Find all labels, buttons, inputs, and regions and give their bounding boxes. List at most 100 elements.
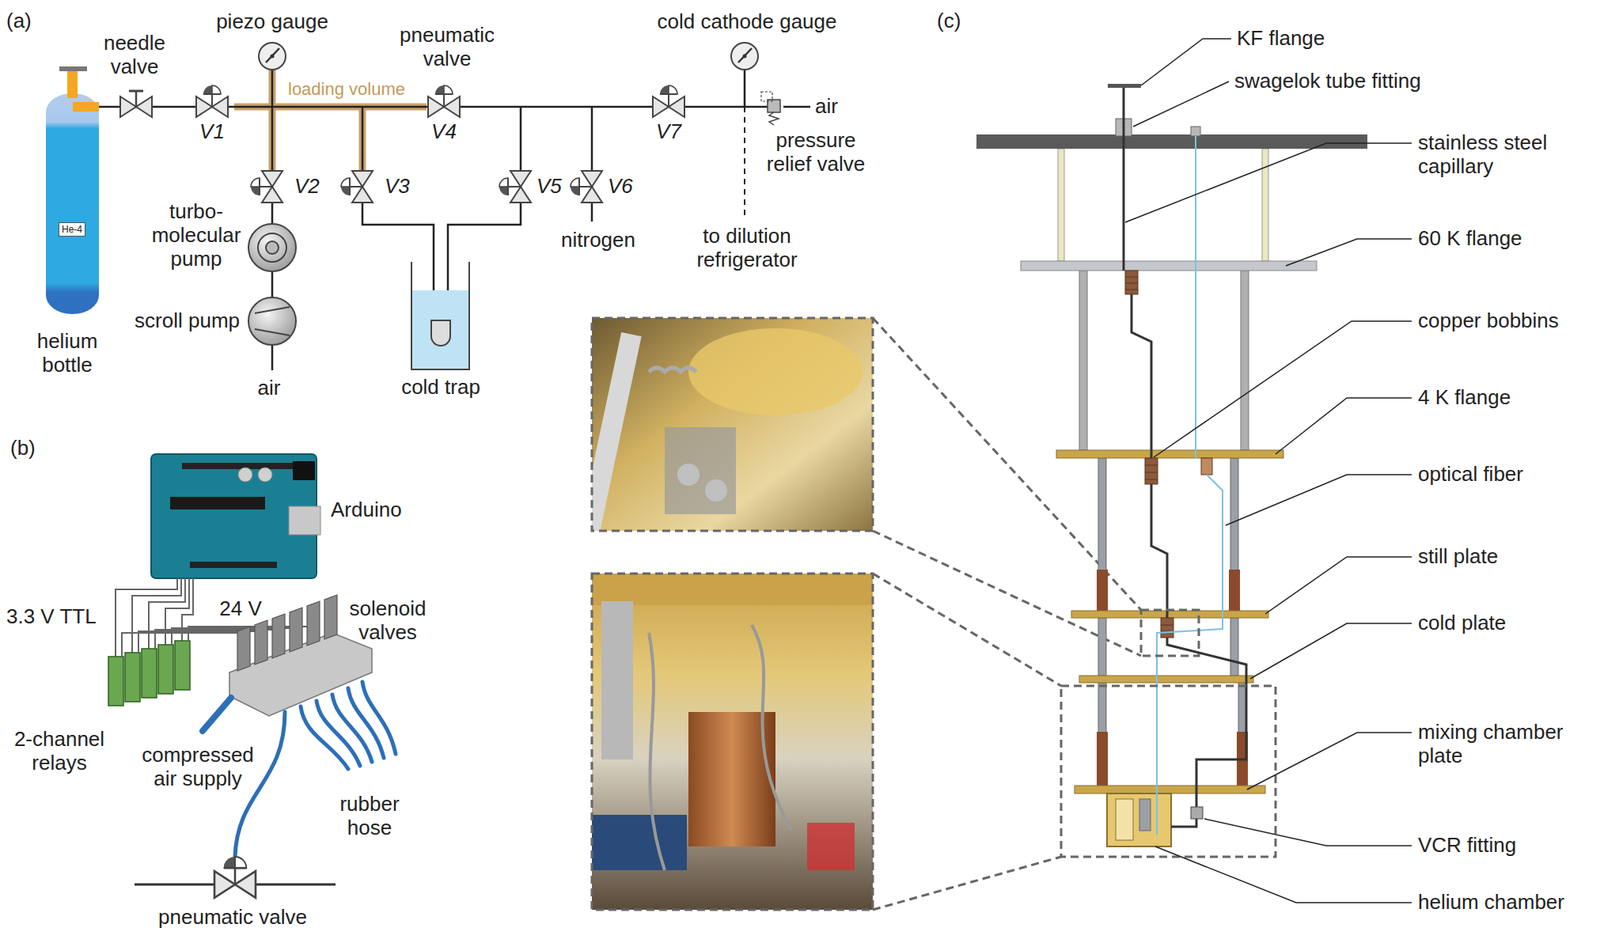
part-label: needle valve — [90, 31, 179, 80]
part-label: rubber hose — [326, 792, 414, 841]
part-label: air — [257, 376, 281, 401]
valve-symbol — [214, 856, 256, 899]
part-label: pressure relief valve — [764, 128, 868, 177]
relief-valve-symbol — [761, 91, 781, 126]
part-label: cold plate — [1418, 611, 1506, 636]
valve-label: V2 — [294, 174, 320, 199]
zoom-box — [1141, 610, 1199, 656]
valve-label: V6 — [607, 174, 634, 199]
tag-text: He-4 — [61, 223, 83, 236]
photos — [578, 318, 1142, 910]
vcr-fitting-symbol — [1190, 807, 1203, 819]
part-label: helium chamber — [1418, 890, 1565, 915]
bottle-outlet — [72, 102, 99, 112]
part-label: 24 V — [219, 597, 262, 622]
bottle-valve — [67, 71, 78, 99]
valve-label: V4 — [431, 120, 457, 145]
chip — [170, 496, 266, 510]
gauge-symbol — [731, 42, 759, 70]
valve-symbol — [652, 85, 685, 118]
cryostat — [976, 38, 1412, 903]
part-label: 60 K flange — [1418, 227, 1523, 251]
usb-port — [288, 506, 321, 535]
trap-line — [362, 106, 521, 321]
posts — [1057, 148, 1269, 786]
part-label: 2-channel relays — [0, 727, 119, 776]
valve-label: V7 — [655, 120, 682, 145]
panel-letter: (c) — [936, 9, 961, 34]
needle-valve-symbol — [120, 90, 152, 118]
part-label: helium bottle — [23, 329, 111, 378]
plate — [1071, 610, 1269, 619]
part-label: 4 K flange — [1418, 386, 1511, 410]
part-label: air — [815, 94, 838, 119]
helium-bottle — [45, 93, 99, 315]
plate — [1020, 261, 1317, 271]
part-label: swagelok tube fitting — [1234, 69, 1422, 94]
gas-tag: He-4 — [58, 222, 86, 237]
valve-symbol — [250, 170, 283, 203]
valve-symbol — [341, 170, 373, 203]
rubber-hose — [235, 712, 285, 857]
bottle-handle — [59, 66, 88, 72]
loading-volume-highlight — [234, 69, 427, 173]
valve-label: V3 — [384, 174, 410, 199]
rubber-hoses — [300, 682, 396, 770]
relays — [108, 640, 190, 706]
part-label: 3.3 V TTL — [6, 605, 97, 630]
fiber-feedthrough — [1190, 126, 1201, 137]
panel-letter: (b) — [10, 436, 36, 461]
part-label: mixing chamber plate — [1418, 720, 1585, 769]
top-plate — [976, 134, 1368, 149]
part-label: KF flange — [1236, 26, 1325, 51]
part-label: scroll pump — [134, 309, 240, 334]
fridge-line — [743, 106, 746, 218]
part-label: optical fiber — [1418, 462, 1524, 487]
header — [189, 561, 277, 569]
part-label: to dilution refrigerator — [679, 224, 815, 273]
scroll-pump-symbol — [248, 297, 296, 346]
copper-bobbins — [1125, 270, 1213, 638]
part-label: nitrogen — [561, 228, 636, 253]
part-label: pneumatic valve — [158, 906, 308, 930]
valve-symbol — [428, 85, 460, 118]
part-label: stainless steel capillary — [1418, 131, 1585, 179]
gauge-symbol — [258, 42, 286, 70]
part-label: Arduino — [330, 498, 402, 523]
part-label: solenoid valves — [336, 597, 440, 645]
leader-lines — [1125, 38, 1412, 903]
helium-chamber-symbol — [1107, 793, 1172, 847]
part-label: turbo- molecular pump — [144, 200, 248, 272]
part-label: loading volume — [288, 79, 406, 99]
gauge-stem — [743, 69, 747, 107]
kf-flange — [1107, 83, 1142, 88]
valve-label: V5 — [536, 174, 562, 199]
capacitor — [238, 467, 253, 482]
header — [181, 462, 293, 470]
valve-symbol — [499, 170, 531, 203]
valve-label: V1 — [199, 120, 225, 145]
valve-symbol — [570, 170, 603, 203]
plate — [1056, 450, 1284, 459]
part-label: copper bobbins — [1418, 309, 1559, 334]
part-label: cold cathode gauge — [657, 10, 838, 35]
plate — [1074, 785, 1266, 794]
capacitor — [257, 467, 273, 482]
part-label: cold trap — [401, 375, 481, 400]
nitrogen-line — [591, 106, 594, 222]
power-jack — [292, 461, 315, 481]
air-line — [783, 106, 811, 109]
part-label: VCR fitting — [1418, 834, 1517, 858]
plate — [1079, 675, 1254, 683]
part-label: piezo gauge — [216, 10, 329, 35]
valve-symbol — [196, 85, 228, 118]
part-label: still plate — [1418, 545, 1498, 569]
bobbin-windings — [1125, 276, 1174, 632]
cold-trap-symbol — [411, 261, 470, 370]
part-label: compressed air supply — [134, 743, 262, 792]
part-label: pneumatic valve — [391, 23, 503, 72]
zoom-box — [1061, 686, 1276, 857]
turbo-pump-symbol — [248, 223, 296, 272]
air-supply-hose — [202, 697, 232, 732]
panel-letter: (a) — [6, 9, 32, 34]
